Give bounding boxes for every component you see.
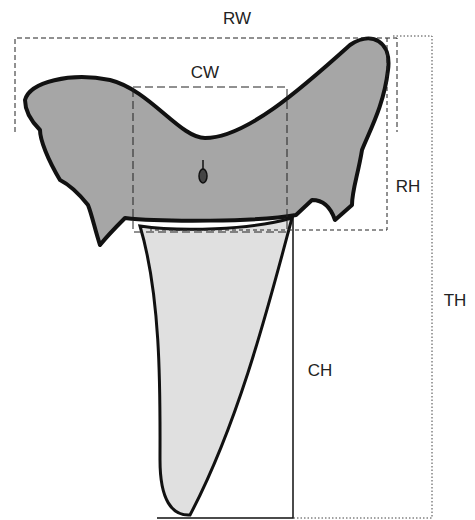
th-dotted-bracket — [293, 36, 432, 518]
nutrient-foramen — [199, 169, 207, 183]
rw-dashed-box — [15, 38, 397, 132]
cw-dashed-box — [133, 87, 287, 232]
dimension-label: RW — [223, 10, 251, 27]
crown-shape — [140, 218, 292, 515]
dimension-label: CW — [191, 64, 219, 81]
ch-solid-bracket — [157, 215, 293, 518]
dimension-label: CH — [308, 362, 333, 379]
rh-dashed-box — [150, 38, 387, 230]
dimension-label: TH — [444, 292, 467, 309]
root-shape — [25, 38, 389, 245]
dimension-label: RH — [396, 178, 421, 195]
